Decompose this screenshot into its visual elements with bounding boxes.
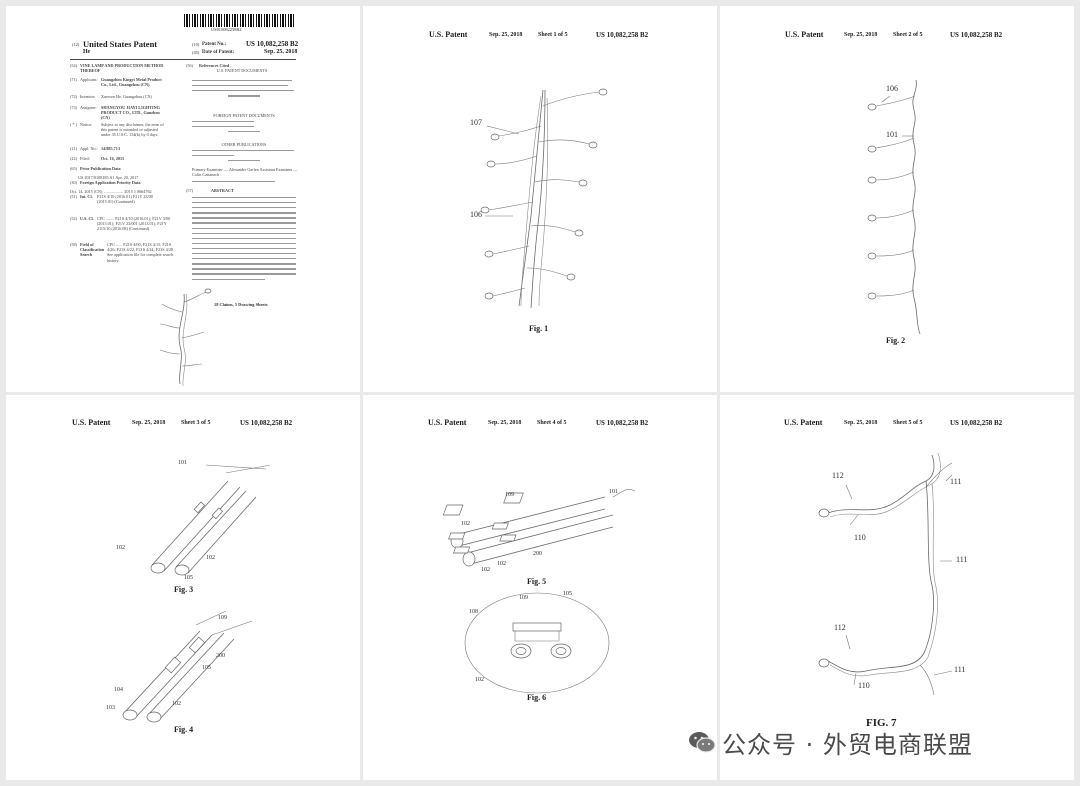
- sheet-brand: U.S. Patent: [429, 30, 468, 39]
- patent-number: US 10,082,258 B2: [246, 40, 299, 48]
- front-page-drawing: [159, 288, 212, 387]
- fig-1-vine-lamp-drawing: [480, 88, 608, 309]
- fig-3-fig-4-wire-section-drawing: [122, 464, 271, 723]
- figure-caption: Fig. 1: [529, 324, 549, 333]
- date-of-patent: Sep. 25, 2018: [264, 49, 298, 55]
- drawing-sheet-5: U.S. Patent Sep. 25, 2018 Sheet 5 of 5 U…: [720, 395, 1074, 780]
- drawing-sheet-2: U.S. Patent Sep. 25, 2018 Sheet 2 of 5 U…: [720, 6, 1074, 392]
- fig-7-twisted-wire-drawing: [818, 452, 953, 696]
- claims-summary: 18 Claims, 5 Drawing Sheets: [214, 302, 268, 307]
- abstract-text: [192, 197, 296, 284]
- wechat-watermark: 公众号 · 外贸电商联盟: [688, 724, 973, 760]
- patent-title-heading: United States Patent: [83, 39, 158, 49]
- ref-106: 106: [470, 210, 482, 219]
- inventor-surname: He: [83, 49, 91, 55]
- patent-front-page: US010082258B2 (12) United States Patent …: [6, 6, 360, 392]
- fig-5-fig-6-connector-drawing: [442, 489, 636, 694]
- fig-2-light-string-drawing: [867, 79, 921, 335]
- front-fields-right: (56)References Cited U.S. PATENT DOCUMEN…: [186, 63, 268, 74]
- front-fields-left: (54)VINE LAMP AND PRODUCTION METHOD THER…: [70, 63, 174, 263]
- ref-107: 107: [470, 118, 482, 127]
- drawing-sheet-1: U.S. Patent Sep. 25, 2018 Sheet 1 of 5 U…: [363, 6, 717, 392]
- drawing-sheet-3: U.S. Patent Sep. 25, 2018 Sheet 3 of 5 U…: [6, 395, 360, 780]
- barcode-number: US010082258B2: [211, 27, 242, 32]
- watermark-text: 公众号 · 外贸电商联盟: [722, 730, 973, 759]
- barcode: [184, 14, 296, 27]
- wechat-icon: [688, 730, 716, 754]
- drawing-sheet-4: U.S. Patent Sep. 25, 2018 Sheet 4 of 5 U…: [363, 395, 717, 780]
